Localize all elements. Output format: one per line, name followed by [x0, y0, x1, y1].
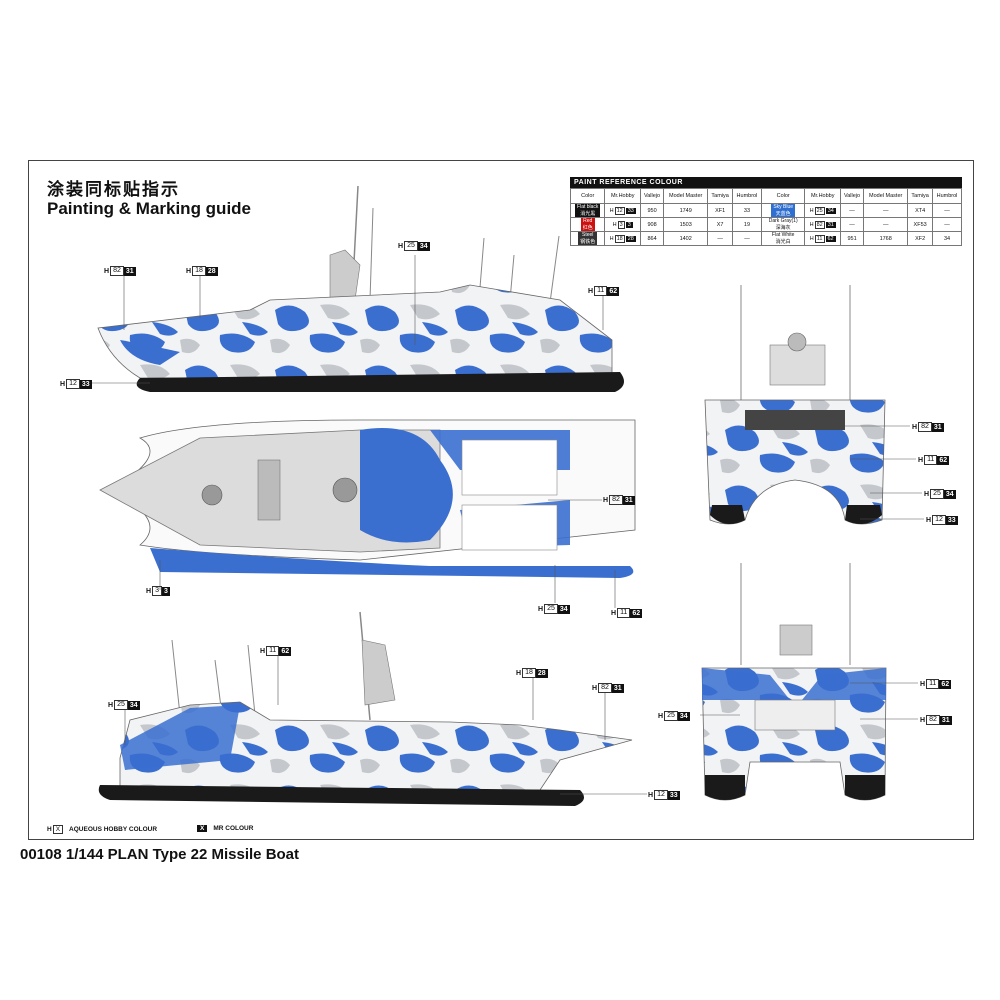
top-view — [99, 419, 636, 578]
rear-view — [701, 563, 887, 801]
color-swatch: Dark Gray(1)深海灰 — [766, 218, 800, 231]
side-view-port — [97, 185, 624, 392]
title-english: Painting & Marking guide — [47, 199, 252, 218]
side-view-starboard — [98, 611, 633, 806]
title-chinese: 涂装同标贴指示 — [47, 180, 180, 200]
paint-reference-table: PAINT REFERENCE COLOUR Color Mr.Hobby Va… — [569, 177, 962, 246]
paint-table-heading: PAINT REFERENCE COLOUR — [570, 177, 962, 188]
product-title: 00108 1/144 PLAN Type 22 Missile Boat — [20, 846, 300, 863]
front-view — [704, 285, 886, 525]
leader-lines — [88, 255, 924, 795]
